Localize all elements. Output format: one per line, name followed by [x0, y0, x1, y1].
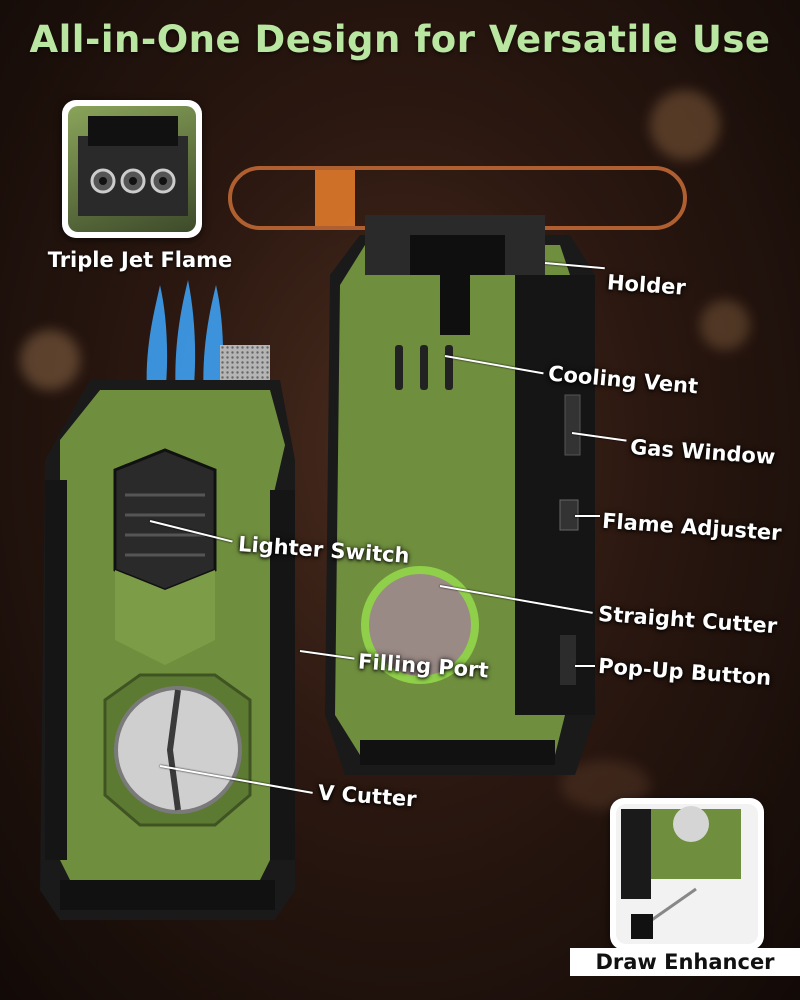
background-bokeh	[700, 300, 750, 350]
draw-enhancer-inset	[610, 798, 764, 950]
triple-jet-label: Triple Jet Flame	[47, 248, 233, 272]
page-title: All-in-One Design for Versatile Use	[29, 18, 771, 61]
pop-up-button-label: Pop-Up Button	[597, 653, 773, 691]
draw-enhancer-label: Draw Enhancer	[570, 948, 800, 976]
background-bokeh	[20, 330, 80, 390]
pop-up-button-leader	[575, 665, 595, 667]
background-bokeh	[650, 90, 720, 160]
triple-jet-inset	[62, 100, 202, 238]
holder-label: Holder	[606, 270, 687, 300]
front-lighter	[40, 280, 295, 920]
flame-adjuster-leader	[575, 515, 600, 517]
straight-cutter-label: Straight Cutter	[597, 601, 778, 639]
gas-window-label: Gas Window	[629, 434, 777, 470]
flame-adjuster-label: Flame Adjuster	[601, 508, 783, 546]
draw-enhancer-photo	[621, 806, 741, 939]
back-lighter	[325, 215, 595, 775]
triple-jet-photo	[78, 116, 188, 216]
